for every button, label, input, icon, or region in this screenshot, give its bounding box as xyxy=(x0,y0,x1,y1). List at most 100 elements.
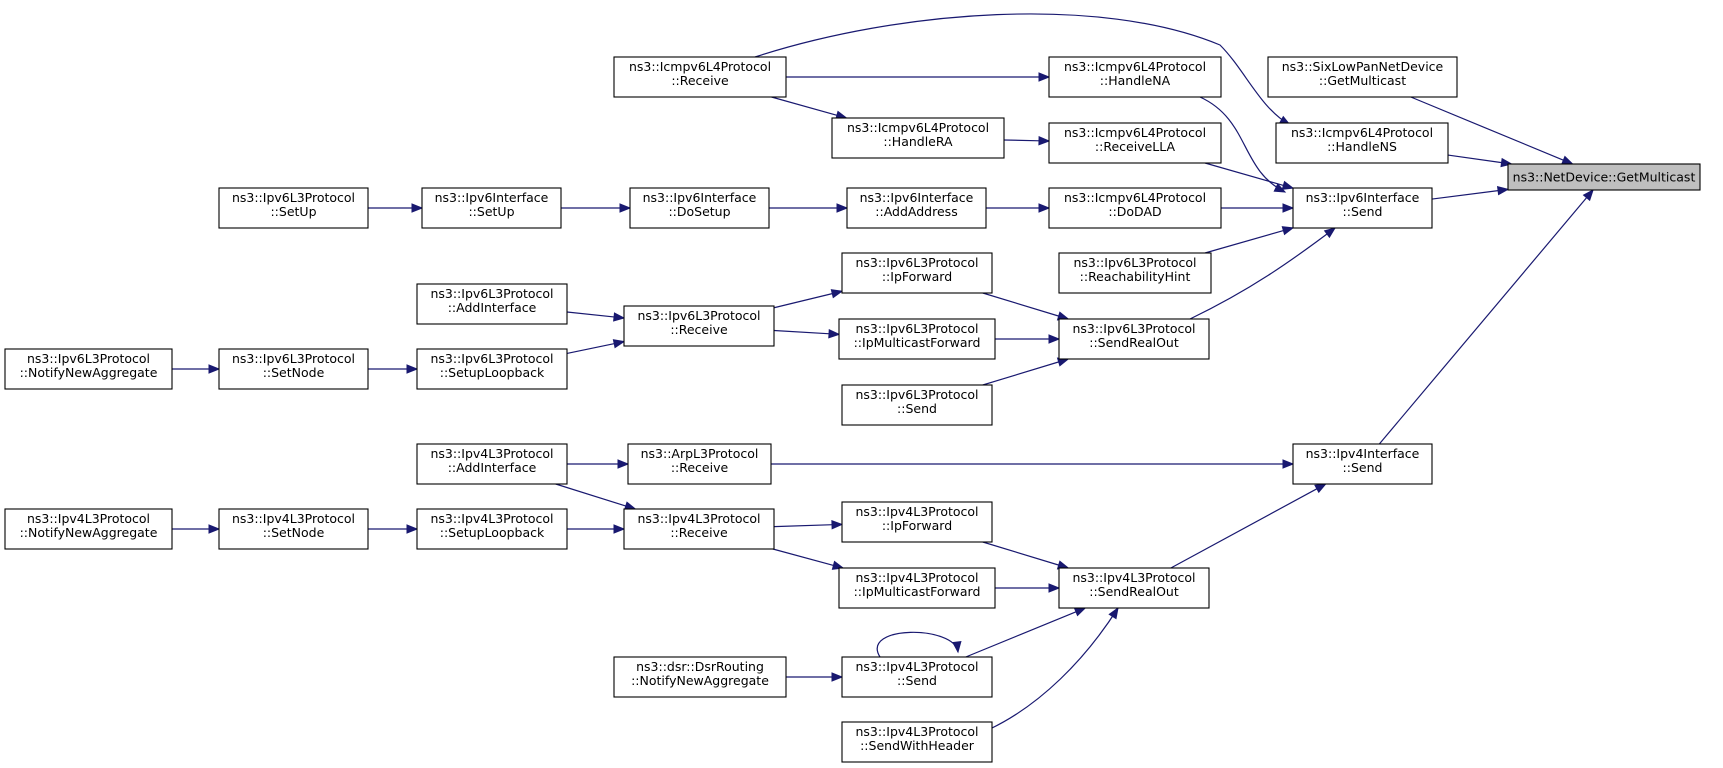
node-box xyxy=(1267,56,1458,98)
function-node[interactable]: ns3::Ipv6L3Protocol::SetUp xyxy=(218,187,369,229)
function-node[interactable]: ns3::Ipv4L3Protocol::SetNode xyxy=(218,508,369,550)
function-node[interactable]: ns3::Ipv6L3Protocol::ReachabilityHint xyxy=(1058,252,1212,294)
edge-line xyxy=(1410,96,1565,162)
function-node[interactable]: ns3::Ipv6L3Protocol::SetNode xyxy=(218,348,369,390)
node-box xyxy=(1275,122,1449,164)
edge-arrowhead xyxy=(1323,227,1337,239)
edge-arrowhead xyxy=(208,364,221,374)
function-node[interactable]: ns3::Icmpv6L4Protocol::HandleNA xyxy=(1048,56,1222,98)
node-box xyxy=(1058,252,1212,294)
node-label-line: ns3::Ipv6Interface xyxy=(643,190,757,205)
function-node[interactable]: ns3::ArpL3Protocol::Receive xyxy=(627,443,772,485)
function-node[interactable]: ns3::Icmpv6L4Protocol::HandleNS xyxy=(1275,122,1449,164)
call-edge xyxy=(1447,154,1513,168)
node-label-line: ::Receive xyxy=(670,525,728,540)
call-edge xyxy=(982,357,1070,386)
function-node[interactable]: ns3::SixLowPanNetDevice::GetMulticast xyxy=(1267,56,1458,98)
function-node[interactable]: ns3::Ipv4L3Protocol::IpMulticastForward xyxy=(838,567,996,609)
function-node[interactable]: ns3::Ipv4L3Protocol::SendWithHeader xyxy=(841,721,993,763)
function-node[interactable]: ns3::Icmpv6L4Protocol::DoDAD xyxy=(1048,187,1222,229)
node-box xyxy=(1292,443,1433,485)
node-box xyxy=(613,656,787,698)
node-label-line: ::IpForward xyxy=(882,269,952,284)
node-label-line: ns3::Icmpv6L4Protocol xyxy=(1064,190,1206,205)
edge-arrowhead xyxy=(1314,483,1327,494)
node-label-line: ::Receive xyxy=(671,73,729,88)
node-label-line: ns3::Ipv4L3Protocol xyxy=(430,511,553,526)
edge-arrowhead xyxy=(831,560,845,570)
call-edge xyxy=(771,459,1295,469)
function-node[interactable]: ns3::Ipv6L3Protocol::SetupLoopback xyxy=(416,348,568,390)
node-label-line: ::IpMulticastForward xyxy=(854,335,981,350)
node-label-line: ns3::Ipv6L3Protocol xyxy=(1072,321,1195,336)
function-node[interactable]: ns3::Ipv4L3Protocol::NotifyNewAggregate xyxy=(4,508,173,550)
function-node[interactable]: ns3::Ipv6L3Protocol::AddInterface xyxy=(416,283,568,325)
edge-arrowhead xyxy=(1038,72,1051,82)
call-edge xyxy=(773,520,844,530)
edge-arrowhead xyxy=(613,524,626,534)
function-node[interactable]: ns3::Ipv4L3Protocol::SendRealOut xyxy=(1058,567,1210,609)
node-label-line: ::AddAddress xyxy=(875,204,957,219)
node-box xyxy=(623,508,775,550)
edge-arrowhead xyxy=(1048,334,1061,344)
edge-line xyxy=(1204,229,1285,254)
function-node[interactable]: ns3::Ipv6L3Protocol::Receive xyxy=(623,305,775,347)
function-node[interactable]: ns3::dsr::DsrRouting::NotifyNewAggregate xyxy=(613,656,787,698)
node-label-line: ns3::Ipv4L3Protocol xyxy=(232,511,355,526)
function-node[interactable]: ns3::Ipv6L3Protocol::Send xyxy=(841,384,993,426)
edge-arrowhead xyxy=(831,672,844,682)
edge-arrowhead xyxy=(208,524,221,534)
node-box xyxy=(416,283,568,325)
call-edge xyxy=(965,607,1087,658)
edge-arrowhead xyxy=(1282,459,1295,469)
edge-arrowhead xyxy=(406,524,419,534)
edge-line xyxy=(555,483,627,507)
function-node[interactable]: ns3::Ipv4L3Protocol::Receive xyxy=(623,508,775,550)
node-label-line: ::SetNode xyxy=(263,525,325,540)
node-label-line: ns3::Ipv6L3Protocol xyxy=(430,286,553,301)
node-label-line: ::NotifyNewAggregate xyxy=(631,673,769,688)
node-label-line: ns3::Ipv6Interface xyxy=(435,190,549,205)
root-function-node[interactable]: ns3::NetDevice::GetMulticast xyxy=(1507,163,1701,191)
function-node[interactable]: ns3::Icmpv6L4Protocol::HandleRA xyxy=(831,117,1005,159)
call-edge xyxy=(773,328,841,339)
node-label-line: ns3::Icmpv6L4Protocol xyxy=(1291,125,1433,140)
function-node[interactable]: ns3::Ipv4Interface::Send xyxy=(1292,443,1433,485)
node-label-line: ::Send xyxy=(897,401,937,416)
edge-arrowhead xyxy=(612,339,626,349)
node-label-line: ns3::Ipv6L3Protocol xyxy=(430,351,553,366)
edge-line xyxy=(566,311,616,318)
node-label-line: ns3::Ipv4L3Protocol xyxy=(430,446,553,461)
function-node[interactable]: ns3::Ipv4L3Protocol::IpForward xyxy=(841,501,993,543)
function-node[interactable]: ns3::Ipv6L3Protocol::IpMulticastForward xyxy=(838,318,996,360)
edge-arrowhead xyxy=(619,203,632,213)
function-node[interactable]: ns3::Ipv6L3Protocol::NotifyNewAggregate xyxy=(4,348,173,390)
function-node[interactable]: ns3::Ipv6Interface::DoSetup xyxy=(629,187,770,229)
edge-arrowhead xyxy=(1038,203,1051,213)
function-node[interactable]: ns3::Ipv6Interface::AddAddress xyxy=(846,187,987,229)
function-node[interactable]: ns3::Ipv6Interface::SetUp xyxy=(421,187,562,229)
node-label-line: ns3::ArpL3Protocol xyxy=(641,446,759,461)
function-node[interactable]: ns3::Ipv4L3Protocol::AddInterface xyxy=(416,443,568,485)
edge-line xyxy=(982,361,1060,386)
node-label-line: ::HandleNS xyxy=(1327,139,1397,154)
node-box xyxy=(838,567,996,609)
node-label-line: ns3::Ipv6Interface xyxy=(860,190,974,205)
function-node[interactable]: ns3::Ipv6L3Protocol::SendRealOut xyxy=(1058,318,1210,360)
call-edge xyxy=(566,339,626,355)
function-node[interactable]: ns3::Ipv6L3Protocol::IpForward xyxy=(841,252,993,294)
edge-line xyxy=(1431,189,1500,200)
function-node[interactable]: ns3::Icmpv6L4Protocol::ReceiveLLA xyxy=(1048,122,1222,164)
function-node[interactable]: ns3::Icmpv6L4Protocol::Receive xyxy=(613,56,787,98)
call-edge xyxy=(1189,227,1337,320)
node-box xyxy=(841,501,993,543)
edge-arrowhead xyxy=(1496,185,1510,196)
node-box xyxy=(838,318,996,360)
function-node[interactable]: ns3::Ipv4L3Protocol::Send xyxy=(841,656,993,698)
call-edge xyxy=(986,203,1051,213)
node-label-line: ::ReceiveLLA xyxy=(1095,139,1176,154)
call-edge xyxy=(567,524,626,534)
node-label-line: ::Receive xyxy=(671,460,729,475)
function-node[interactable]: ns3::Ipv6Interface::Send xyxy=(1292,187,1433,229)
function-node[interactable]: ns3::Ipv4L3Protocol::SetupLoopback xyxy=(416,508,568,550)
